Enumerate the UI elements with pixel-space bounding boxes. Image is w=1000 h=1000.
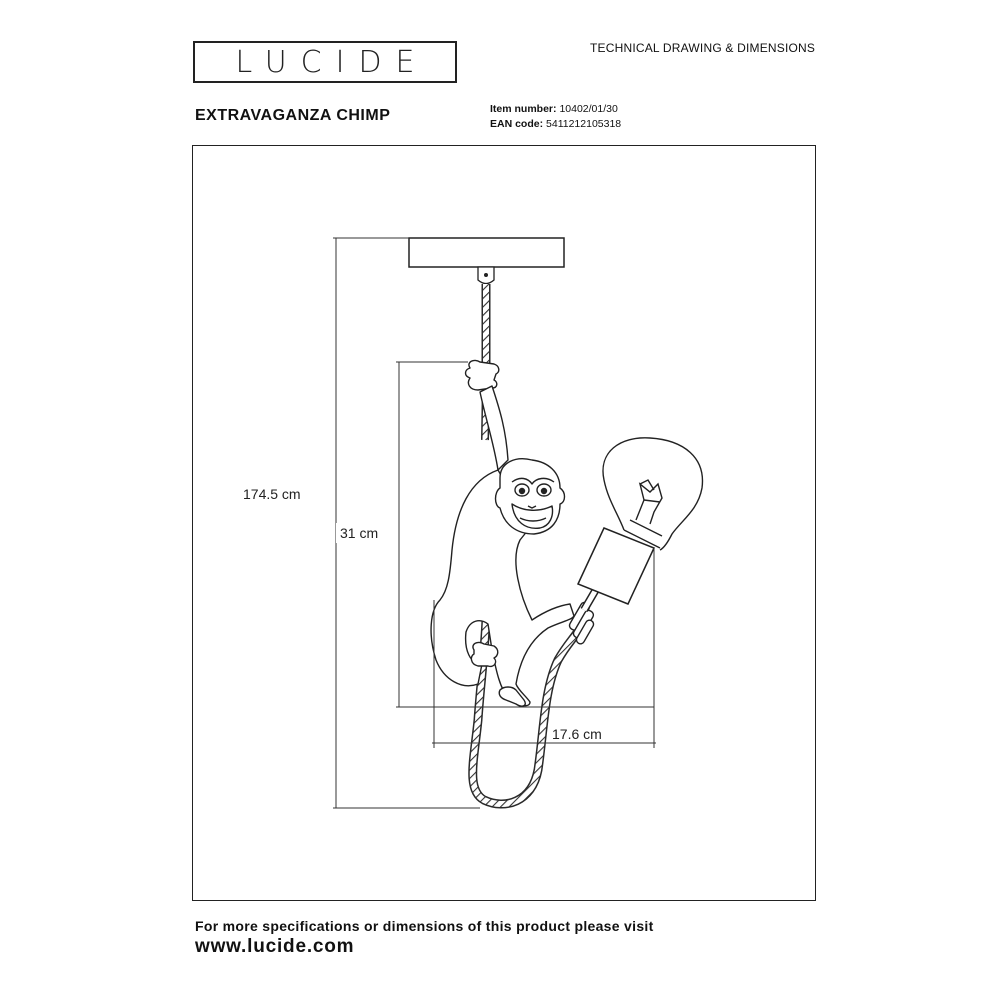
figure-height-label: 31 cm <box>340 525 378 541</box>
total-height-label: 174.5 cm <box>243 486 301 502</box>
ean-row: EAN code: 5411212105318 <box>490 117 621 132</box>
product-meta: Item number: 10402/01/30 EAN code: 54112… <box>490 102 621 132</box>
footer-info-text: For more specifications or dimensions of… <box>195 918 654 934</box>
website-link[interactable]: www.lucide.com <box>195 936 355 957</box>
item-number-label: Item number: <box>490 103 557 115</box>
drawing-frame <box>192 145 816 901</box>
brand-logo: LUCIDE <box>193 41 457 83</box>
item-number-row: Item number: 10402/01/30 <box>490 102 621 117</box>
chimp-figure <box>430 359 575 707</box>
brand-logo-text: LUCIDE <box>235 44 429 80</box>
width-label: 17.6 cm <box>552 726 602 742</box>
document-type: TECHNICAL DRAWING & DIMENSIONS <box>590 41 816 55</box>
item-number-value: 10402/01/30 <box>559 103 618 115</box>
ean-label: EAN code: <box>490 118 544 130</box>
product-name: EXTRAVAGANZA CHIMP <box>195 107 391 124</box>
light-bulb <box>602 437 704 551</box>
ceiling-canopy <box>408 237 565 268</box>
ean-value: 5411212105318 <box>546 118 622 130</box>
